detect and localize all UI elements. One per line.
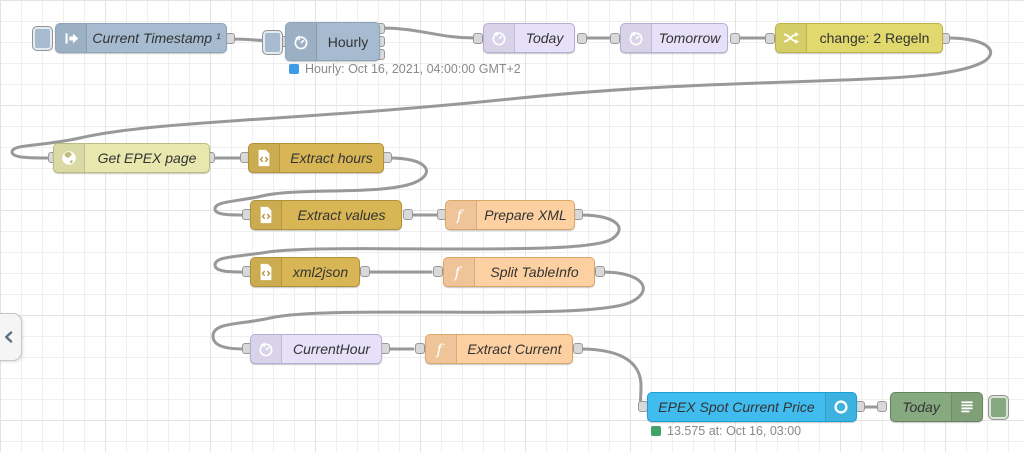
status-text: 13.575 at: Oct 16, 03:00 [667, 424, 802, 438]
input-port[interactable] [765, 33, 775, 44]
node-label: Split TableInfo [490, 264, 579, 280]
inject-arrow-icon [56, 24, 87, 52]
status-dot-green [651, 426, 661, 436]
node-today-delay[interactable]: Today [483, 23, 575, 53]
node-label: Extract Current [467, 341, 562, 357]
output-port[interactable] [730, 33, 740, 44]
function-icon: f [446, 201, 477, 229]
output-port[interactable] [360, 266, 370, 277]
sidebar-collapse-button[interactable] [0, 313, 22, 361]
output-port[interactable] [573, 343, 583, 354]
code-file-icon [249, 144, 280, 172]
inject-button[interactable] [32, 26, 53, 51]
node-status-hourly: Hourly: Oct 16, 2021, 04:00:00 GMT+2 [289, 62, 521, 76]
node-label: Extract values [297, 207, 386, 223]
input-port[interactable] [415, 343, 425, 354]
node-label: xml2json [292, 264, 349, 280]
status-dot-blue [289, 64, 299, 74]
node-currenthour[interactable]: CurrentHour [250, 334, 382, 364]
node-status-epex: 13.575 at: Oct 16, 03:00 [651, 424, 801, 438]
node-label: Get EPEX page [97, 150, 197, 166]
node-epex-spot-current-price[interactable]: EPEX Spot Current Price [647, 392, 857, 422]
chevron-left-icon [2, 329, 16, 345]
status-text: Hourly: Oct 16, 2021, 04:00:00 GMT+2 [305, 62, 521, 76]
code-file-icon [251, 258, 282, 286]
node-label: CurrentHour [292, 341, 371, 357]
wire[interactable] [578, 347, 645, 409]
timer-icon [286, 23, 317, 60]
timer-icon [484, 24, 515, 52]
inject-button[interactable] [262, 30, 283, 55]
function-icon: f [426, 335, 457, 363]
input-port[interactable] [473, 33, 483, 44]
shuffle-icon [776, 24, 807, 52]
node-label: Extract hours [290, 150, 373, 166]
wire[interactable] [213, 156, 428, 217]
node-get-epex-page[interactable]: Get EPEX page [53, 143, 210, 173]
node-tomorrow[interactable]: Tomorrow [620, 23, 728, 53]
svg-text:f: f [454, 263, 463, 281]
ring-icon [825, 393, 856, 421]
node-label: change: 2 Regeln [819, 30, 930, 46]
debug-list-icon [951, 393, 982, 421]
svg-text:f: f [456, 206, 465, 224]
code-file-icon [251, 201, 282, 229]
timer-icon [251, 335, 282, 363]
node-label: Hourly [327, 33, 369, 50]
input-port[interactable] [610, 33, 620, 44]
node-label: Today [902, 399, 940, 415]
node-label: Current Timestamp ¹ [92, 30, 221, 46]
node-label: Today [525, 30, 564, 46]
wire[interactable] [380, 26, 477, 40]
globe-icon [54, 144, 85, 172]
node-label: EPEX Spot Current Price [658, 399, 815, 415]
node-extract-current[interactable]: f Extract Current [425, 334, 573, 364]
debug-toggle-button[interactable] [988, 395, 1009, 420]
node-extract-hours[interactable]: Extract hours [248, 143, 384, 173]
output-port[interactable] [577, 33, 587, 44]
node-split-tableinfo[interactable]: f Split TableInfo [443, 257, 595, 287]
node-xml2json[interactable]: xml2json [250, 257, 360, 287]
function-icon: f [444, 258, 475, 286]
node-prepare-xml[interactable]: f Prepare XML [445, 200, 575, 230]
timer-icon [621, 24, 652, 52]
node-label: Tomorrow [658, 30, 721, 46]
wire[interactable] [213, 213, 621, 274]
svg-text:f: f [436, 340, 445, 358]
wire[interactable] [10, 36, 993, 160]
output-port[interactable] [595, 266, 605, 277]
node-current-timestamp[interactable]: Current Timestamp ¹ [32, 23, 227, 53]
input-port[interactable] [877, 401, 887, 412]
wire[interactable] [211, 270, 645, 351]
node-extract-values[interactable]: Extract values [250, 200, 402, 230]
output-port[interactable] [403, 209, 413, 220]
node-label: Prepare XML [484, 207, 567, 223]
node-change[interactable]: change: 2 Regeln [775, 23, 943, 53]
node-today-debug[interactable]: Today [890, 392, 1009, 422]
node-hourly[interactable]: Hourly [262, 22, 380, 61]
input-port[interactable] [433, 266, 443, 277]
